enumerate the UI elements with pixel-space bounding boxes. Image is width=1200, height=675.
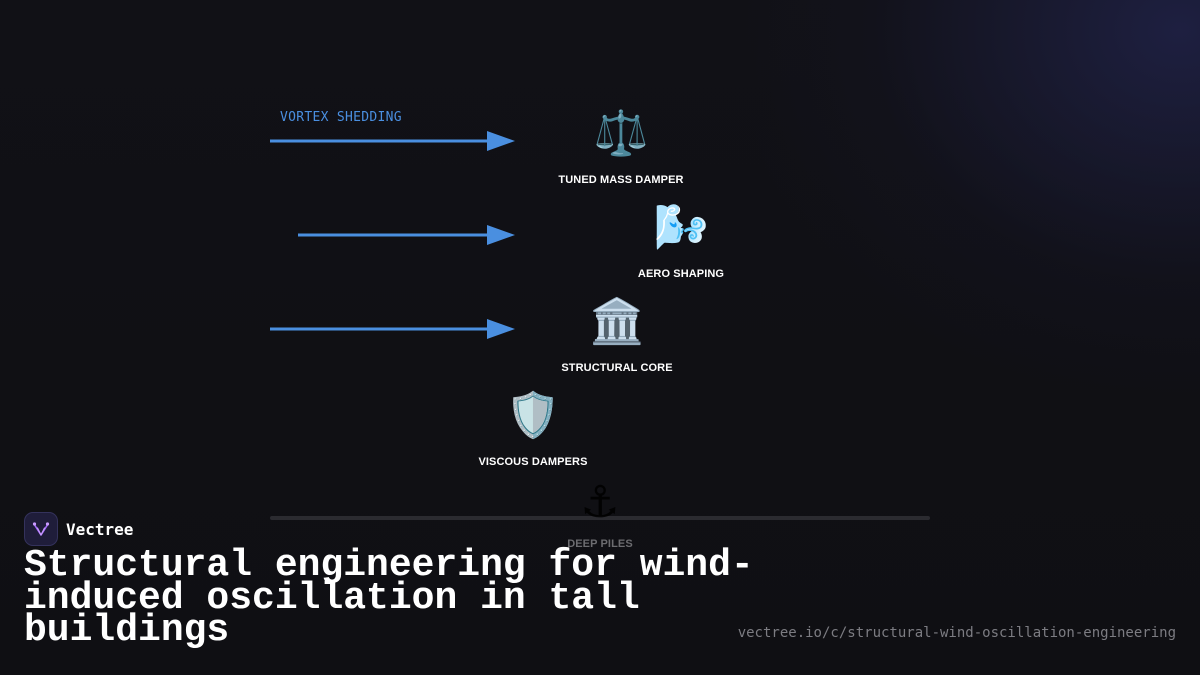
shield-icon: 🛡️ [505, 390, 561, 441]
balance-scale-icon: ⚖️ [593, 108, 649, 159]
wind-face-icon: 🌬️ [653, 202, 709, 253]
brand: Vectree [24, 512, 133, 546]
wind-arrow-3-head [487, 319, 515, 339]
vectree-logo-icon [24, 512, 58, 546]
wind-arrow-1-head [487, 131, 515, 151]
node-deep-piles: ⚓ DEEP PILES [500, 475, 700, 550]
wind-arrow-3 [270, 319, 515, 339]
brand-name: Vectree [66, 519, 134, 539]
anchor-icon: ⚓ [580, 477, 620, 528]
node-label: VISCOUS DAMPERS [478, 456, 588, 468]
node-viscous-dampers: 🛡️ VISCOUS DAMPERS [433, 388, 633, 468]
node-label: STRUCTURAL CORE [561, 362, 673, 374]
wind-arrow-1 [270, 131, 515, 151]
classical-building-icon: 🏛️ [589, 296, 645, 347]
ground-line [270, 516, 930, 520]
page-title: Structural engineering for wind-induced … [24, 544, 754, 652]
vortex-shedding-label: VORTEX SHEDDING [280, 110, 402, 125]
page-url[interactable]: vectree.io/c/structural-wind-oscillation… [737, 625, 1176, 641]
wind-arrow-2-head [487, 225, 515, 245]
node-aero-shaping: 🌬️ AERO SHAPING [581, 200, 781, 280]
node-label: DEEP PILES [567, 538, 633, 550]
node-label: TUNED MASS DAMPER [558, 174, 684, 186]
node-structural-core: 🏛️ STRUCTURAL CORE [517, 294, 717, 374]
node-label: AERO SHAPING [637, 268, 725, 280]
wind-arrow-2 [298, 225, 515, 245]
vectree-logo-mark [32, 522, 50, 536]
node-tuned-mass-damper: ⚖️ TUNED MASS DAMPER [521, 106, 721, 186]
